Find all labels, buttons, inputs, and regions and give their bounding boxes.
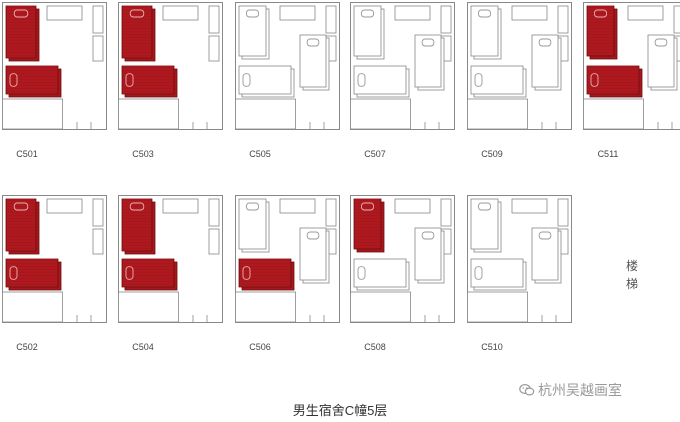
locker: [208, 228, 220, 255]
desk: [162, 198, 199, 214]
bed-1: [470, 198, 502, 253]
bathroom: [467, 98, 528, 130]
room-label: C502: [16, 342, 38, 352]
room-label: C501: [16, 149, 38, 159]
bed-3: [531, 34, 562, 91]
room-label: C509: [481, 149, 503, 159]
desk: [279, 198, 316, 214]
room-c501: [2, 2, 107, 130]
bed-2: [470, 258, 527, 291]
room-c506: [235, 195, 340, 323]
bed-2: [5, 65, 62, 98]
locker: [557, 198, 569, 227]
locker: [92, 35, 104, 62]
bed-3: [299, 34, 330, 91]
room-label: C510: [481, 342, 503, 352]
desk: [162, 5, 199, 21]
stair-char-1: 楼: [625, 259, 638, 273]
locker: [208, 5, 220, 34]
room-label: C505: [249, 149, 271, 159]
bed-1: [5, 5, 40, 62]
desk: [394, 198, 431, 214]
bed-3: [414, 227, 445, 284]
room-c511: [583, 2, 680, 130]
watermark: 杭州吴越画室: [519, 380, 622, 400]
stair-char-2: 梯: [625, 277, 638, 291]
locker: [208, 35, 220, 62]
bed-3: [299, 227, 330, 284]
bathroom: [118, 98, 179, 130]
desk: [511, 198, 548, 214]
bathroom: [350, 98, 411, 130]
room-c505: [235, 2, 340, 130]
locker: [440, 198, 452, 227]
room-c510: [467, 195, 572, 323]
bed-2: [353, 65, 410, 98]
bed-1: [238, 5, 270, 60]
bed-2: [470, 65, 527, 98]
floor-title: 男生宿舍C幢5层: [292, 403, 388, 418]
locker: [325, 198, 337, 227]
locker: [208, 198, 220, 227]
room-label: C507: [364, 149, 386, 159]
bathroom: [118, 291, 179, 323]
bed-1: [121, 5, 156, 62]
desk: [279, 5, 316, 21]
locker: [92, 5, 104, 34]
room-c503: [118, 2, 223, 130]
room-label: C503: [132, 149, 154, 159]
bed-1: [353, 5, 385, 60]
bathroom: [235, 98, 296, 130]
bathroom: [235, 291, 296, 323]
bed-3: [647, 34, 678, 91]
bed-2: [238, 65, 295, 98]
bed-2: [121, 65, 178, 98]
bed-3: [531, 227, 562, 284]
room-c502: [2, 195, 107, 323]
bed-2: [238, 258, 295, 291]
bathroom: [2, 98, 63, 130]
bed-2: [5, 258, 62, 291]
bed-1: [586, 5, 618, 60]
room-c508: [350, 195, 455, 323]
watermark-text: 杭州吴越画室: [538, 382, 622, 398]
room-c507: [350, 2, 455, 130]
bed-1: [121, 198, 156, 255]
bathroom: [467, 291, 528, 323]
desk: [394, 5, 431, 21]
bed-2: [353, 258, 410, 291]
bathroom: [2, 291, 63, 323]
bed-1: [238, 198, 270, 253]
bed-1: [353, 198, 385, 253]
locker: [92, 228, 104, 255]
locker: [557, 5, 569, 34]
desk: [627, 5, 664, 21]
room-label: C511: [597, 149, 619, 159]
room-c504: [118, 195, 223, 323]
bed-1: [470, 5, 502, 60]
locker: [440, 5, 452, 34]
bed-3: [414, 34, 445, 91]
desk: [46, 198, 83, 214]
bed-1: [5, 198, 40, 255]
room-label: C508: [364, 342, 386, 352]
locker: [92, 198, 104, 227]
locker: [673, 5, 680, 34]
desk: [46, 5, 83, 21]
room-c509: [467, 2, 572, 130]
bathroom: [583, 98, 644, 130]
bed-2: [586, 65, 643, 98]
bed-2: [121, 258, 178, 291]
room-label: C506: [249, 342, 271, 352]
wechat-icon: [519, 383, 535, 396]
stair-label: 楼 梯: [622, 260, 642, 290]
room-label: C504: [132, 342, 154, 352]
desk: [511, 5, 548, 21]
locker: [325, 5, 337, 34]
bathroom: [350, 291, 411, 323]
